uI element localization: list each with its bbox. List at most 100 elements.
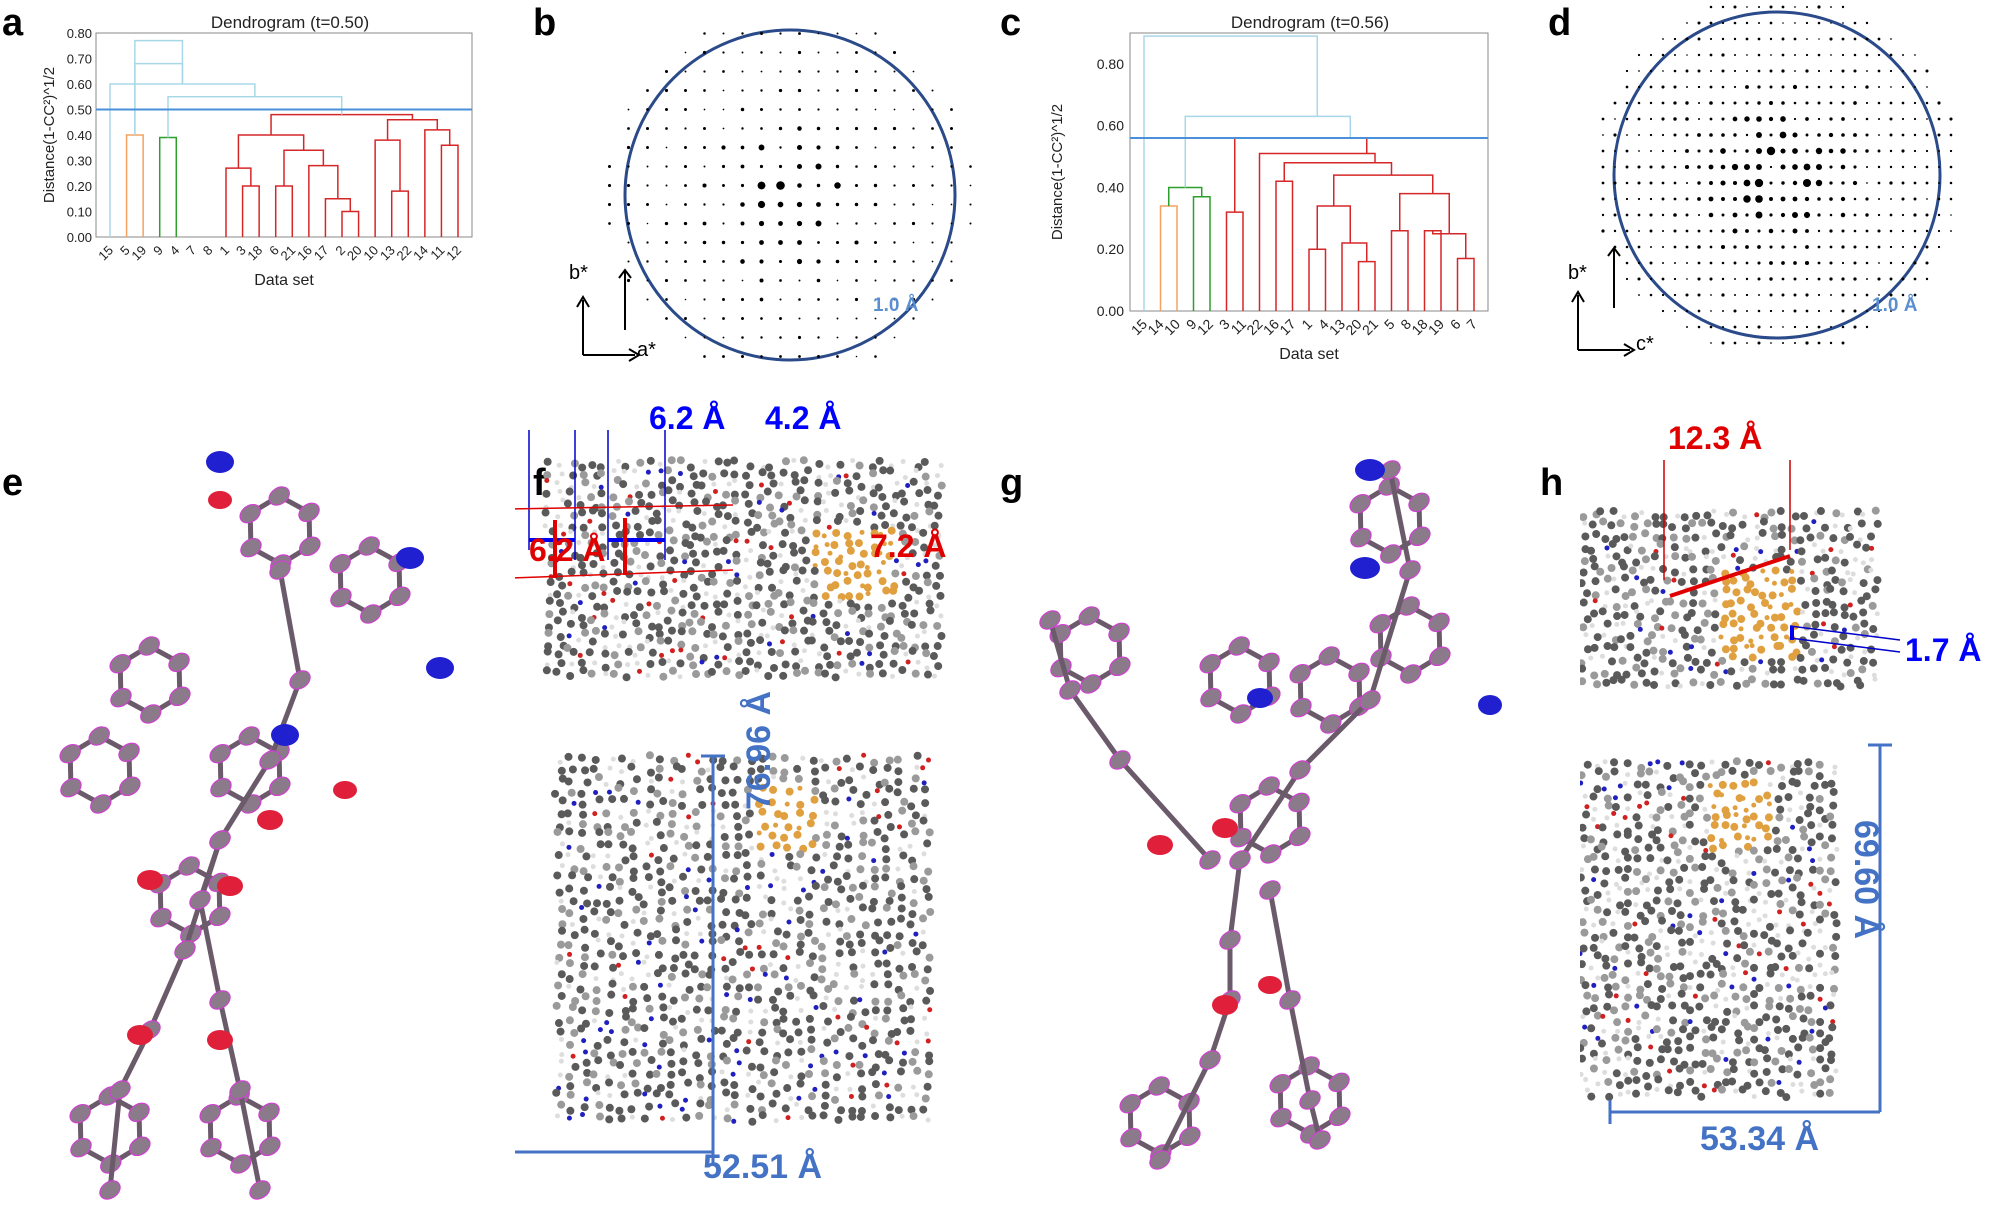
packing-atom [1796, 891, 1805, 900]
packing-atom [1790, 1081, 1796, 1087]
reflection-spot [1758, 294, 1760, 296]
packing-atom [1739, 932, 1748, 941]
packing-atom [758, 1028, 767, 1037]
reflection-spot [1780, 116, 1786, 122]
reflection-spot [665, 298, 668, 301]
packing-atom [811, 777, 820, 786]
packing-atom [686, 541, 695, 550]
packing-atom [634, 660, 640, 666]
packing-atom [602, 645, 608, 651]
packing-atom [1701, 645, 1707, 651]
packing-atom [884, 997, 893, 1006]
packing-atom [723, 643, 732, 652]
packing-atom [1758, 591, 1767, 600]
packing-atom [1708, 852, 1717, 861]
packing-atom [726, 612, 732, 618]
packing-atom [578, 820, 587, 829]
reflection-spot [1925, 213, 1929, 217]
reflection-spot [1637, 197, 1641, 201]
reflection-spot [798, 298, 801, 301]
axis-label-y: b* [569, 262, 588, 284]
packing-atom [768, 545, 774, 551]
packing-atom [667, 456, 676, 465]
reflection-spot [1673, 53, 1677, 57]
packing-atom [558, 581, 567, 590]
packing-atom [703, 629, 712, 638]
atom [129, 1136, 151, 1156]
packing-atom [1782, 565, 1791, 574]
packing-atom [1871, 585, 1880, 594]
packing-atom [565, 1016, 574, 1025]
packing-atom [1717, 919, 1726, 928]
reflection-spot [684, 260, 687, 263]
reflection-spot [1709, 245, 1713, 249]
packing-atom [655, 914, 664, 923]
packing-atom [720, 874, 729, 883]
packing-atom [655, 764, 664, 773]
atom [1039, 610, 1061, 630]
reflection-spot [1853, 117, 1857, 121]
packing-atom [897, 882, 906, 891]
packing-atom [1770, 633, 1779, 642]
reflection-spot [1889, 149, 1893, 153]
packing-atom [753, 661, 762, 670]
packing-atom [1706, 565, 1715, 574]
packing-atom [924, 867, 933, 876]
bond [1298, 698, 1372, 772]
packing-atom [1591, 816, 1597, 822]
packing-atom [826, 524, 832, 530]
packing-atom [800, 476, 809, 485]
atom [238, 726, 260, 746]
reflection-spot [815, 163, 822, 170]
packing-atom [705, 767, 711, 773]
packing-atom [824, 600, 833, 609]
packing-atom [848, 1112, 857, 1121]
bond [267, 679, 303, 761]
packing-atom [586, 616, 595, 625]
packing-atom [1826, 812, 1835, 821]
packing-atom [554, 981, 563, 990]
packing-atom [858, 852, 867, 861]
reflection-spot [836, 222, 839, 225]
packing-atom [578, 463, 587, 472]
packing-atom [1827, 853, 1836, 862]
packing-atom [565, 827, 574, 836]
packing-atom [717, 894, 726, 903]
packing-atom [616, 832, 625, 841]
packing-atom [837, 832, 846, 841]
dendrogram-link [308, 164, 339, 237]
packing-atom [714, 562, 723, 571]
panel-letter-c: c [1000, 2, 1022, 44]
packing-atom [1650, 824, 1656, 830]
packing-atom [592, 986, 601, 995]
atom [1299, 1090, 1321, 1110]
packing-atom [689, 583, 698, 592]
packing-atom [628, 887, 637, 896]
packing-atom [669, 536, 678, 545]
packing-atom [598, 484, 604, 490]
reflection-spot [683, 164, 688, 169]
spacing-arrow [553, 518, 627, 578]
packing-atom [787, 520, 796, 529]
packing-atom [842, 754, 851, 763]
packing-atom [716, 812, 725, 821]
packing-atom [1724, 880, 1730, 886]
reflection-spot [1733, 85, 1737, 89]
packing-atom [685, 1009, 691, 1015]
reflection-spot [1805, 133, 1809, 137]
packing-atom [722, 850, 731, 859]
packing-atom [1612, 603, 1621, 612]
packing-atom [875, 936, 884, 945]
packing-atom [1646, 871, 1652, 877]
reflection-spot [1710, 310, 1712, 312]
reflection-spot [1755, 195, 1763, 203]
packing-atom [566, 1115, 572, 1121]
packing-atom [1671, 679, 1680, 688]
reflection-spot [855, 165, 858, 168]
packing-atom [717, 1026, 726, 1035]
packing-atom [683, 917, 692, 926]
atom [1199, 654, 1221, 674]
packing-atom [1853, 507, 1862, 516]
packing-atom [1836, 682, 1845, 691]
packing-atom [830, 541, 839, 550]
